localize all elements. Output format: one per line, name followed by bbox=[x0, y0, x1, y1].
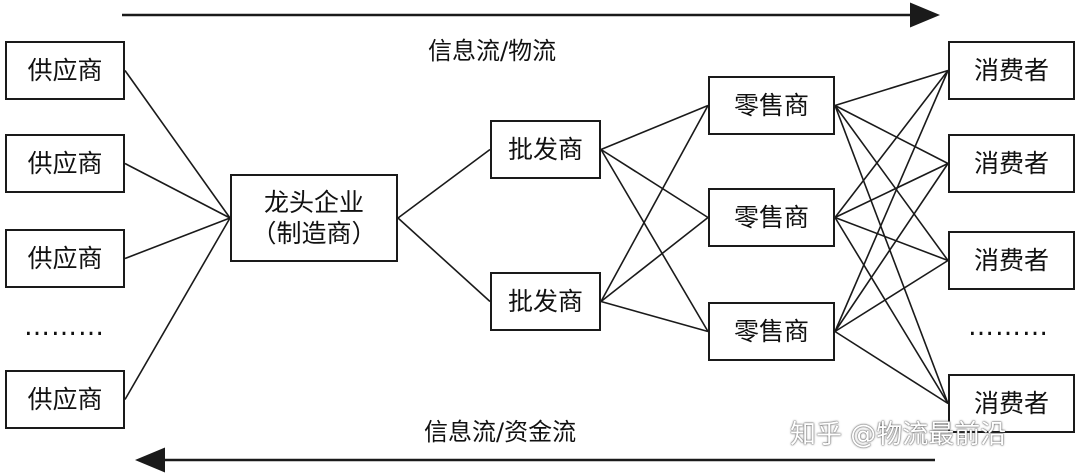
connector-line bbox=[834, 217, 949, 404]
connector-line bbox=[834, 259, 949, 333]
supplier-box: 供应商 bbox=[5, 370, 125, 429]
connector-line bbox=[834, 105, 949, 261]
consumer-box: 消费者 bbox=[948, 134, 1075, 193]
core-enterprise-role: （制造商） bbox=[251, 219, 377, 248]
consumer-box: 消费者 bbox=[948, 374, 1075, 433]
connector-line bbox=[600, 105, 709, 302]
connector-line bbox=[834, 69, 949, 107]
supplier-box: 供应商 bbox=[5, 41, 125, 100]
connector-line bbox=[600, 300, 709, 333]
connector-line bbox=[600, 148, 709, 219]
connector-line bbox=[124, 217, 231, 400]
consumer-box: 消费者 bbox=[948, 41, 1075, 100]
connector-line bbox=[397, 217, 491, 303]
connector-line bbox=[600, 104, 709, 151]
connector-line bbox=[124, 70, 231, 219]
connector-line bbox=[834, 330, 949, 405]
consumer-ellipsis: ……… bbox=[968, 312, 1049, 342]
connector-line bbox=[124, 217, 231, 260]
retailer-box: 零售商 bbox=[708, 76, 835, 135]
connector-line bbox=[600, 216, 709, 303]
connector-line bbox=[834, 104, 949, 165]
watermark-text: 知乎 @物流最前沿 bbox=[790, 420, 1007, 450]
top-flow-label: 信息流/物流 bbox=[428, 37, 557, 65]
connector-line bbox=[834, 70, 949, 218]
connector-line bbox=[834, 162, 949, 219]
connector-line bbox=[834, 216, 949, 262]
connector-line bbox=[834, 70, 949, 332]
retailer-box: 零售商 bbox=[708, 188, 835, 247]
wholesaler-box: 批发商 bbox=[490, 120, 601, 179]
supplier-box: 供应商 bbox=[5, 229, 125, 288]
connector-line bbox=[834, 163, 949, 332]
watermark: 知乎 @物流最前沿 bbox=[790, 414, 1006, 451]
supplier-ellipsis: ……… bbox=[24, 312, 105, 342]
connector-line bbox=[600, 149, 709, 332]
retailer-box: 零售商 bbox=[708, 302, 835, 361]
core-enterprise-name: 龙头企业 bbox=[263, 187, 364, 217]
consumer-box: 消费者 bbox=[948, 231, 1075, 290]
connector-line bbox=[124, 162, 231, 219]
wholesaler-box: 批发商 bbox=[490, 272, 601, 331]
core-enterprise-box: 龙头企业 （制造商） bbox=[230, 174, 398, 262]
bottom-flow-label: 信息流/资金流 bbox=[424, 418, 577, 446]
supplier-box: 供应商 bbox=[5, 134, 125, 193]
connector-line bbox=[397, 148, 491, 219]
connector-line bbox=[834, 105, 949, 404]
